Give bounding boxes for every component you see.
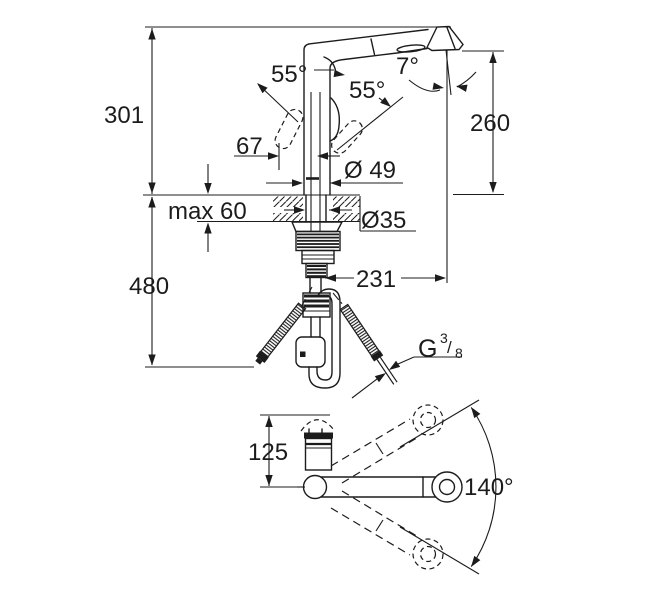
dim-67-label: 67 <box>236 133 263 160</box>
supply-hose-right <box>332 292 398 385</box>
spray-outlet-slot <box>396 44 426 53</box>
dim-55-right-label: 55° <box>349 77 385 104</box>
hose-weight <box>295 336 326 368</box>
thread-slash-label: / <box>447 338 452 357</box>
handle-swing-arc <box>300 419 335 432</box>
dimension-labels: 301 480 max 60 67 55° 55° 7° 260 Ø 49 Ø3… <box>104 53 514 501</box>
faucet-elevation-view <box>274 25 464 232</box>
dim-7deg-label: 7° <box>396 53 419 80</box>
dim-480-label: 480 <box>129 273 169 300</box>
thread-sub-label: 8 <box>455 345 463 361</box>
supply-hose-left <box>255 286 313 365</box>
handle-position-right-dashed <box>331 120 363 154</box>
dim-55-left-label: 55° <box>271 61 307 88</box>
handle-top <box>304 432 333 439</box>
thread-sup-label: 3 <box>440 330 448 346</box>
handle-lever <box>329 97 341 142</box>
dim-dia49-label: Ø 49 <box>344 157 396 184</box>
spray-head-top <box>431 471 463 503</box>
dimension-lines <box>143 26 504 575</box>
pullout-hose-and-weight <box>295 288 341 389</box>
thread-g-label: G <box>418 335 437 363</box>
dim-140deg-label: 140° <box>464 474 514 501</box>
dim-max60-label: max 60 <box>168 198 247 225</box>
mounting-hardware <box>290 194 344 338</box>
dim-dia35-label: Ø35 <box>361 207 406 234</box>
countertop-section <box>273 196 360 221</box>
faucet-top-view <box>297 404 463 570</box>
dim-260-label: 260 <box>470 110 510 137</box>
spray-head <box>426 25 464 52</box>
swivel-pivot <box>302 474 328 500</box>
handle-position-left-dashed <box>274 108 304 150</box>
dim-301-label: 301 <box>104 102 144 129</box>
dim-125-label: 125 <box>248 439 288 466</box>
dim-231-label: 231 <box>356 266 396 293</box>
hose-connector <box>302 292 331 318</box>
